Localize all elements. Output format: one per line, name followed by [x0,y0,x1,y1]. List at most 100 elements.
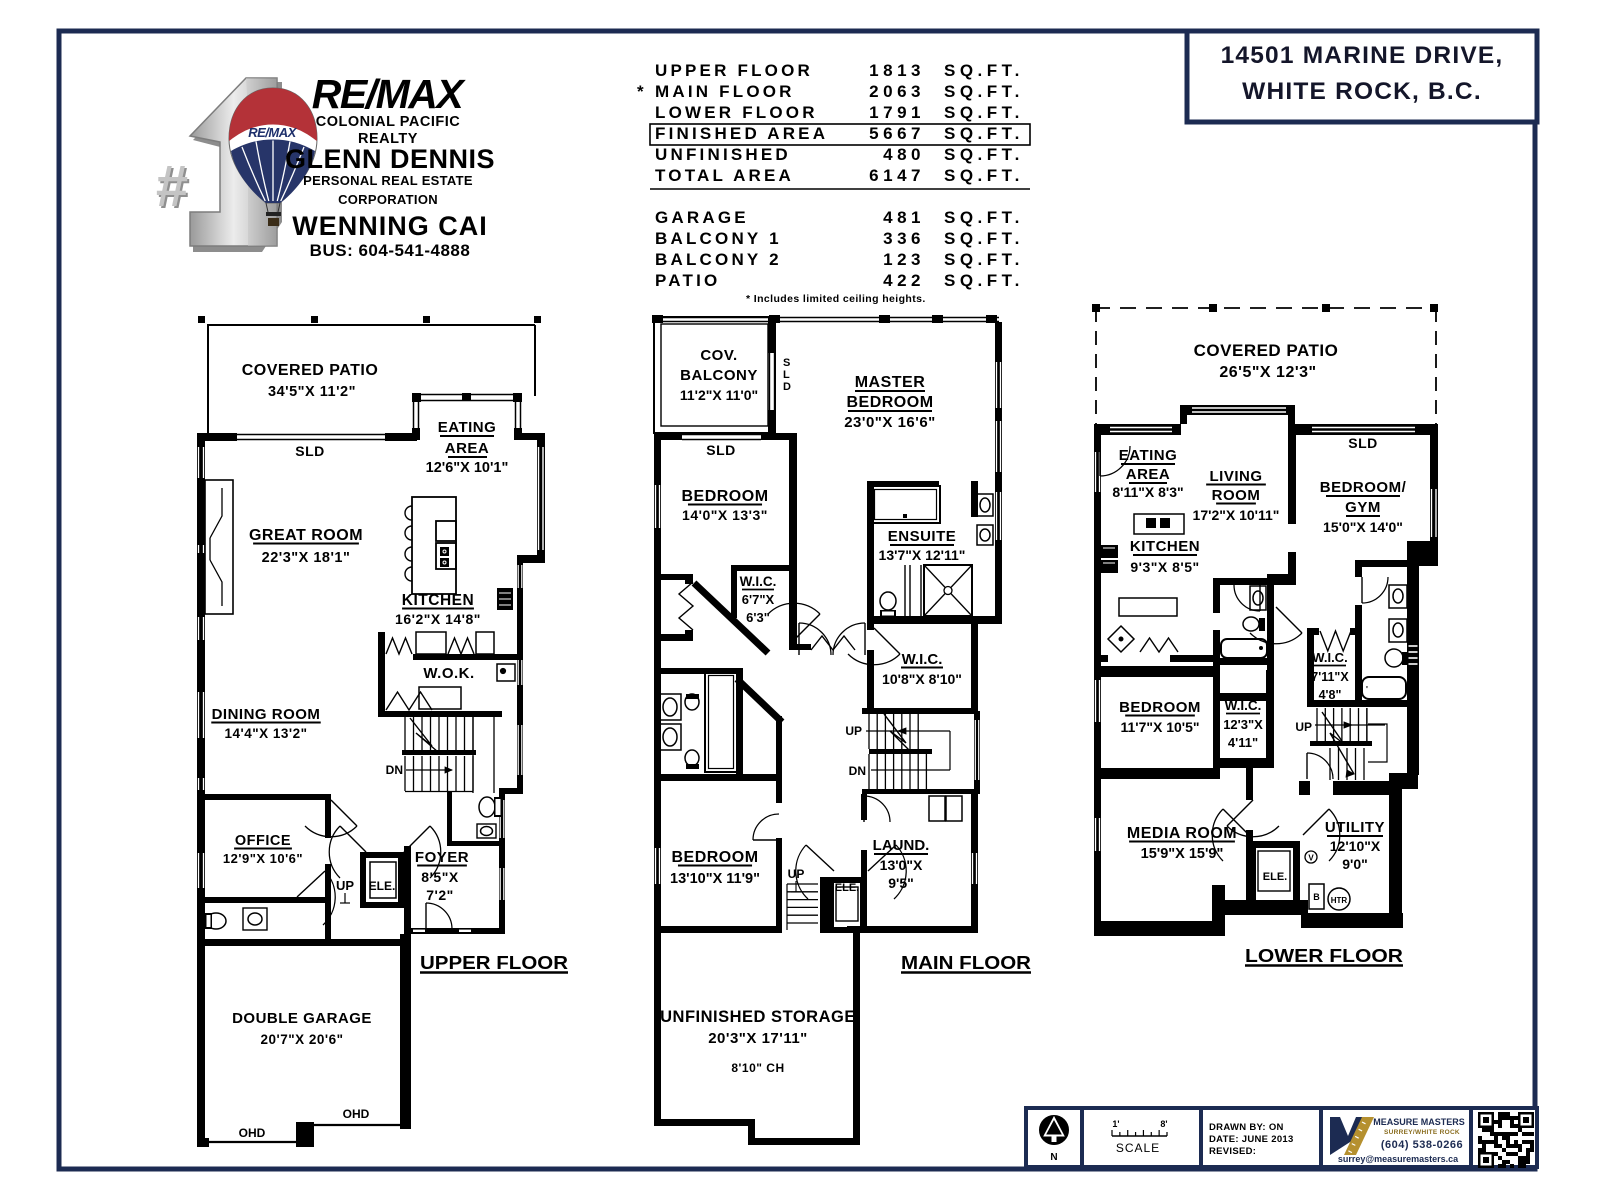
svg-text:GARAGE: GARAGE [655,208,749,227]
svg-text:34'5"X 11'2": 34'5"X 11'2" [268,384,356,400]
svg-text:BALCONY 1: BALCONY 1 [655,229,782,248]
svg-text:CORPORATION: CORPORATION [338,192,438,207]
svg-text:6'3": 6'3" [746,610,770,625]
svg-text:UNFINISHED STORAGE: UNFINISHED STORAGE [660,1008,856,1026]
svg-text:ROOM: ROOM [1212,487,1261,504]
svg-text:UP: UP [1295,720,1312,734]
svg-text:22'3"X 18'1": 22'3"X 18'1" [262,550,351,566]
svg-text:W.I.C.: W.I.C. [902,651,943,668]
svg-text:SQ.FT.: SQ.FT. [944,61,1024,80]
svg-text:COVERED PATIO: COVERED PATIO [242,362,379,379]
svg-text:W.O.K.: W.O.K. [423,665,474,682]
svg-text:26'5"X 12'3": 26'5"X 12'3" [1219,364,1316,381]
svg-text:123: 123 [883,250,925,269]
svg-text:SQ.FT.: SQ.FT. [944,124,1024,143]
svg-text:8'11"X 8'3": 8'11"X 8'3" [1112,484,1183,500]
svg-text:6'7"X: 6'7"X [742,592,775,607]
svg-text:14501 MARINE DRIVE,: 14501 MARINE DRIVE, [1221,42,1504,69]
svg-text:1': 1' [1112,1119,1119,1129]
svg-text:DATE: JUNE 2013: DATE: JUNE 2013 [1209,1134,1294,1145]
svg-text:#: # [158,156,190,221]
svg-text:1813: 1813 [869,61,925,80]
svg-text:8'5"X: 8'5"X [421,869,459,885]
svg-text:V: V [1308,854,1314,863]
svg-text:UPPER FLOOR: UPPER FLOOR [420,952,568,973]
svg-text:1791: 1791 [869,103,925,122]
svg-text:LAUND.: LAUND. [873,837,930,854]
svg-text:COVERED PATIO: COVERED PATIO [1194,341,1339,360]
svg-text:BEDROOM: BEDROOM [1119,699,1201,716]
svg-text:*: * [637,82,644,101]
svg-text:ELE.: ELE. [835,882,859,894]
svg-text:UP: UP [336,878,354,893]
svg-text:481: 481 [883,208,925,227]
svg-text:9'5": 9'5" [888,875,914,891]
svg-text:COV.: COV. [700,347,737,364]
svg-text:UTILITY: UTILITY [1325,819,1385,836]
svg-text:REVISED:: REVISED: [1209,1146,1256,1157]
svg-text:OHD: OHD [343,1107,370,1121]
svg-text:12'6"X 10'1": 12'6"X 10'1" [426,460,509,476]
svg-text:SQ.FT.: SQ.FT. [944,166,1024,185]
svg-text:SLD: SLD [706,442,736,458]
svg-text:ENSUITE: ENSUITE [888,528,957,545]
svg-text:8': 8' [1160,1119,1167,1129]
svg-text:WHITE ROCK, B.C.: WHITE ROCK, B.C. [1242,78,1482,105]
svg-text:W.I.C.: W.I.C. [1225,698,1262,713]
svg-text:LOWER FLOOR: LOWER FLOOR [1245,945,1403,966]
svg-text:ELE.: ELE. [1263,871,1287,883]
svg-text:MEASURE MASTERS: MEASURE MASTERS [1373,1117,1465,1127]
svg-text:15'9"X 15'9": 15'9"X 15'9" [1141,846,1224,862]
svg-text:SLD: SLD [1348,435,1378,451]
svg-text:7'11"X: 7'11"X [1311,670,1349,684]
svg-text:MAIN FLOOR: MAIN FLOOR [901,952,1031,973]
svg-text:4'11": 4'11" [1228,735,1258,750]
svg-text:LIVING: LIVING [1209,468,1262,485]
svg-text:UPPER FLOOR: UPPER FLOOR [655,61,813,80]
svg-text:PERSONAL REAL ESTATE: PERSONAL REAL ESTATE [303,173,473,188]
svg-text:REALTY: REALTY [358,131,418,147]
svg-text:SQ.FT.: SQ.FT. [944,82,1024,101]
svg-text:DOUBLE GARAGE: DOUBLE GARAGE [232,1010,372,1027]
svg-text:4'8": 4'8" [1319,688,1342,702]
svg-text:20'7"X 20'6": 20'7"X 20'6" [260,1032,343,1047]
svg-text:8'10" CH: 8'10" CH [731,1061,784,1075]
svg-text:EATING: EATING [1119,447,1178,464]
svg-text:12'3"X: 12'3"X [1223,717,1263,732]
svg-text:W.I.C.: W.I.C. [740,574,777,589]
svg-text:GYM: GYM [1345,499,1381,516]
svg-text:10'8"X 8'10": 10'8"X 8'10" [882,671,962,687]
svg-text:BEDROOM: BEDROOM [846,394,933,411]
svg-text:6147: 6147 [869,166,925,185]
svg-text:surrey@measuremasters.ca: surrey@measuremasters.ca [1338,1154,1459,1164]
svg-text:EATING: EATING [438,419,497,436]
svg-text:D: D [783,381,791,393]
svg-text:SQ.FT.: SQ.FT. [944,271,1024,290]
svg-text:ELE.: ELE. [369,879,396,893]
svg-text:LOWER FLOOR: LOWER FLOOR [655,103,818,122]
svg-text:WENNING CAI: WENNING CAI [292,211,488,241]
svg-text:422: 422 [883,271,925,290]
svg-text:OHD: OHD [239,1126,266,1140]
svg-text:BEDROOM: BEDROOM [671,849,758,866]
svg-text:9'0": 9'0" [1342,856,1368,872]
svg-text:DRAWN BY: ON: DRAWN BY: ON [1209,1122,1284,1133]
svg-text:5667: 5667 [869,124,925,143]
svg-text:7'2": 7'2" [426,887,454,903]
svg-text:16'2"X 14'8": 16'2"X 14'8" [395,611,481,627]
svg-text:GLENN DENNIS: GLENN DENNIS [285,144,495,174]
svg-text:480: 480 [883,145,925,164]
svg-text:13'10"X 11'9": 13'10"X 11'9" [670,871,760,887]
svg-text:BUS: 604-541-4888: BUS: 604-541-4888 [310,241,471,260]
svg-text:12'10"X: 12'10"X [1330,838,1381,854]
svg-text:12'9"X 10'6": 12'9"X 10'6" [223,851,303,866]
svg-text:DN: DN [849,764,866,778]
svg-text:BEDROOM: BEDROOM [681,488,768,505]
svg-text:14'0"X 13'3": 14'0"X 13'3" [682,507,768,523]
svg-text:BALCONY 2: BALCONY 2 [655,250,782,269]
svg-text:PATIO: PATIO [655,271,720,290]
svg-text:KITCHEN: KITCHEN [1130,538,1200,555]
svg-text:RE/MAX: RE/MAX [248,125,297,140]
svg-text:S: S [783,357,790,369]
svg-text:2063: 2063 [869,82,925,101]
